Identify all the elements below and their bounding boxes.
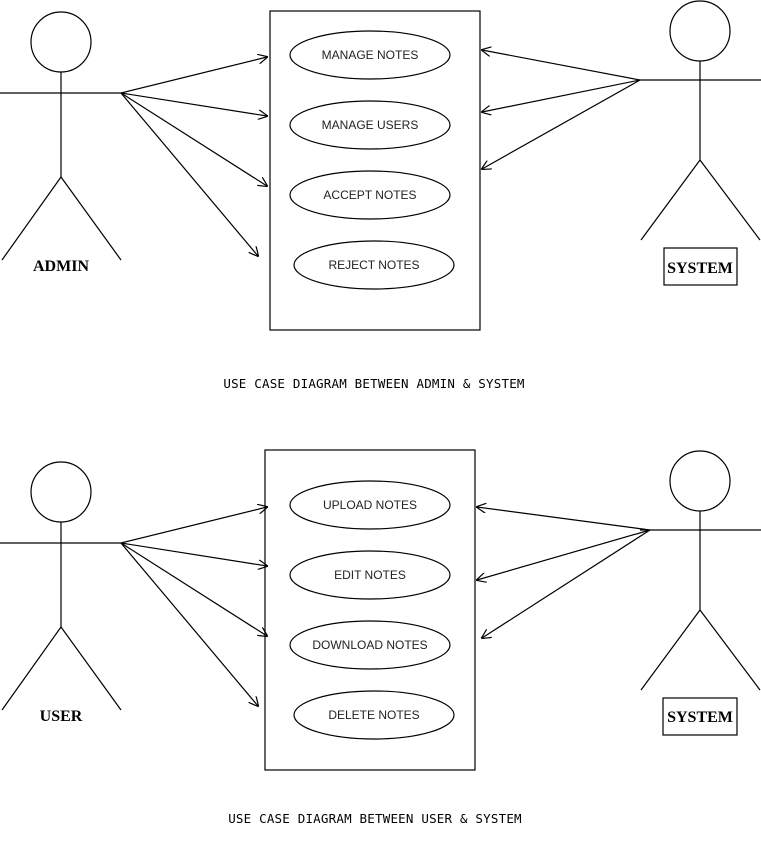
use-case-label: ACCEPT NOTES (323, 188, 416, 202)
use-case-label: DOWNLOAD NOTES (312, 638, 427, 652)
use-case-label: EDIT NOTES (334, 568, 406, 582)
use-case-reject-notes: REJECT NOTES (293, 240, 455, 290)
admin-association-arrows (120, 57, 267, 256)
use-case-upload-notes: UPLOAD NOTES (289, 480, 451, 530)
diagram-caption: USE CASE DIAGRAM BETWEEN USER & SYSTEM (228, 811, 522, 826)
user-actor-label: USER (40, 708, 83, 725)
use-case-delete-notes: DELETE NOTES (293, 690, 455, 740)
system-actor-label-box (662, 697, 738, 736)
user-association-arrows (120, 507, 267, 706)
admin-actor-icon (0, 11, 122, 261)
use-case-download-notes: DOWNLOAD NOTES (289, 620, 451, 670)
diagram-user-system: USER UPLOAD NOTES EDIT NOTES DOWNLOAD NO… (0, 449, 761, 826)
use-case-label: MANAGE USERS (322, 118, 419, 132)
system-actor-icon (640, 0, 761, 241)
system-association-arrows (477, 507, 651, 638)
system-actor-label-box (663, 247, 738, 286)
system-actor-label: SYSTEM (667, 260, 733, 277)
user-actor-icon (0, 461, 122, 711)
system-actor-icon (640, 450, 761, 691)
use-case-manage-users: MANAGE USERS (289, 100, 451, 150)
use-case-label: DELETE NOTES (328, 708, 419, 722)
use-case-label: REJECT NOTES (328, 258, 419, 272)
use-case-label: MANAGE NOTES (322, 48, 419, 62)
admin-actor-label: ADMIN (33, 258, 89, 275)
system-association-arrows (482, 50, 641, 169)
system-actor-label: SYSTEM (667, 709, 733, 726)
use-case-manage-notes: MANAGE NOTES (289, 30, 451, 80)
use-case-label: UPLOAD NOTES (323, 498, 417, 512)
use-case-edit-notes: EDIT NOTES (289, 550, 451, 600)
diagram-caption: USE CASE DIAGRAM BETWEEN ADMIN & SYSTEM (223, 376, 524, 391)
use-case-accept-notes: ACCEPT NOTES (289, 170, 451, 220)
diagram-admin-system: ADMIN MANAGE NOTES MANAGE USERS ACCEPT N… (0, 0, 761, 391)
